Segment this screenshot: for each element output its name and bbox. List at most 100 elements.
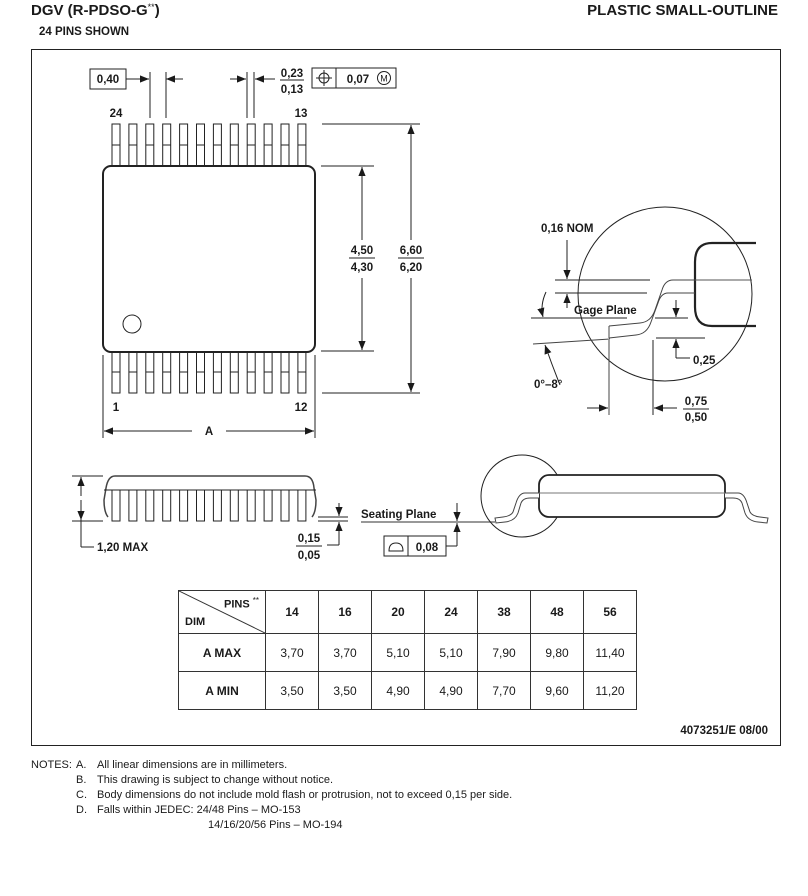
pin xyxy=(297,123,307,167)
dimension-table: PINS ** DIM 14 16 20 24 38 48 56 A MAX 3… xyxy=(178,590,637,710)
lead-width-max: 0,23 xyxy=(281,68,303,80)
pin xyxy=(162,123,172,167)
foot-length-max: 0,75 xyxy=(685,396,708,408)
pin xyxy=(263,351,273,394)
length-a-label: A xyxy=(205,426,213,438)
gage-height-label: 0,25 xyxy=(693,355,716,367)
side-pin xyxy=(280,489,290,522)
table-cell: 3,70 xyxy=(265,633,319,672)
overall-width-max: 6,60 xyxy=(400,245,422,257)
side-pin xyxy=(179,489,189,522)
note-item: C.Body dimensions do not include mold fl… xyxy=(76,789,513,801)
pitch-value: 0,40 xyxy=(97,74,119,86)
table-cell: 9,60 xyxy=(530,671,584,710)
table-cell: 5,10 xyxy=(371,633,425,672)
side-pin-row xyxy=(111,489,307,522)
side-pin xyxy=(111,489,121,522)
bottom-pin-row xyxy=(111,351,307,394)
table-cell: 9,80 xyxy=(530,633,584,672)
lead-width-min: 0,13 xyxy=(281,84,303,96)
pin xyxy=(246,123,256,167)
standoff-min: 0,05 xyxy=(298,550,321,562)
side-pin xyxy=(212,489,222,522)
position-tolerance-value: 0,07 xyxy=(347,74,369,86)
notes-title: NOTES: xyxy=(31,759,72,771)
side-pin xyxy=(297,489,307,522)
pin xyxy=(229,123,239,167)
table-header-row: PINS ** DIM 14 16 20 24 38 48 56 xyxy=(178,590,637,634)
pin-label-24: 24 xyxy=(110,108,123,120)
pin xyxy=(196,123,205,167)
package-body xyxy=(102,165,316,353)
pin xyxy=(145,123,155,167)
position-tolerance-icon xyxy=(316,70,332,86)
height-max-label: 1,20 MAX xyxy=(97,542,148,554)
pins-shown-label: 24 PINS SHOWN xyxy=(39,26,130,38)
standoff-max: 0,15 xyxy=(298,533,321,545)
pin-count-header: 20 xyxy=(371,590,425,634)
pin xyxy=(111,123,121,167)
side-pin xyxy=(229,489,239,522)
notes-section: NOTES:A.All linear dimensions are in mil… xyxy=(31,758,512,833)
table-cell: 3,50 xyxy=(318,671,372,710)
pin xyxy=(229,351,239,394)
pin xyxy=(196,351,205,394)
row-label: A MIN xyxy=(178,671,266,710)
side-pin xyxy=(145,489,155,522)
end-view-body xyxy=(538,474,726,518)
mmc-modifier-icon xyxy=(377,71,391,85)
pin xyxy=(128,123,138,167)
foot-length-min: 0,50 xyxy=(685,412,707,424)
table-corner-cell: PINS ** DIM xyxy=(178,590,266,634)
pin xyxy=(145,351,155,394)
coplanarity-value: 0,08 xyxy=(416,542,439,554)
body-width-max: 4,50 xyxy=(351,245,373,257)
side-pin xyxy=(128,489,138,522)
pin-count-header: 38 xyxy=(477,590,531,634)
overall-width-min: 6,20 xyxy=(400,262,422,274)
pin1-indicator xyxy=(122,314,142,334)
pin-label-12: 12 xyxy=(295,402,308,414)
pin-label-1: 1 xyxy=(113,402,120,414)
table-cell: 4,90 xyxy=(371,671,425,710)
pin xyxy=(179,351,189,394)
pin xyxy=(179,123,189,167)
pin-count-header: 48 xyxy=(530,590,584,634)
side-pin xyxy=(196,489,205,522)
table-cell: 7,90 xyxy=(477,633,531,672)
pin xyxy=(246,351,256,394)
pin-count-header: 16 xyxy=(318,590,372,634)
table-cell: 3,70 xyxy=(318,633,372,672)
note-item: NOTES:A.All linear dimensions are in mil… xyxy=(31,759,288,771)
note-item: B.This drawing is subject to change with… xyxy=(76,774,334,786)
coplanarity-frame xyxy=(383,535,447,557)
table-row-a-min: A MIN 3,50 3,50 4,90 4,90 7,70 9,60 11,2… xyxy=(178,671,637,710)
gage-plane-label: Gage Plane xyxy=(574,305,637,317)
table-row-a-max: A MAX 3,70 3,70 5,10 5,10 7,90 9,80 11,4… xyxy=(178,633,637,672)
top-pin-row xyxy=(111,123,307,167)
pin xyxy=(297,351,307,394)
table-cell: 11,20 xyxy=(583,671,637,710)
note-item: D.Falls within JEDEC: 24/48 Pins – MO-15… xyxy=(76,804,301,816)
seating-plane-label: Seating Plane xyxy=(361,509,436,521)
mmc-modifier-label: M xyxy=(380,74,388,84)
pins-header: PINS xyxy=(224,598,250,611)
table-cell: 3,50 xyxy=(265,671,319,710)
table-cell: 4,90 xyxy=(424,671,478,710)
pin xyxy=(280,123,290,167)
side-pin xyxy=(263,489,273,522)
pin-count-header: 56 xyxy=(583,590,637,634)
side-pin xyxy=(162,489,172,522)
document-number: 4073251/E 08/00 xyxy=(680,725,768,737)
table-cell: 11,40 xyxy=(583,633,637,672)
pin-count-header: 24 xyxy=(424,590,478,634)
note-item: 14/16/20/56 Pins – MO-194 xyxy=(208,819,343,831)
side-pin xyxy=(246,489,256,522)
body-width-min: 4,30 xyxy=(351,262,373,274)
package-code-title: DGV (R-PDSO-G**) xyxy=(31,2,160,19)
pin xyxy=(162,351,172,394)
dim-header: DIM xyxy=(185,616,206,628)
pin-label-13: 13 xyxy=(295,108,308,120)
pin xyxy=(212,351,222,394)
